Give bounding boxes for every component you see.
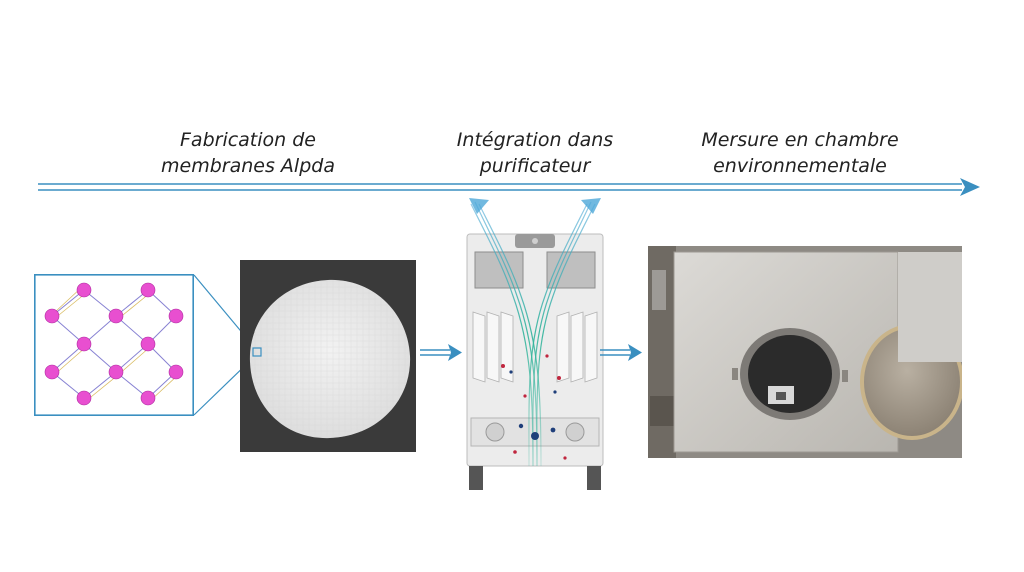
step-label-line: Intégration dans [456,129,614,151]
step-label-line: Mersure en chambre [701,129,899,151]
air-purifier-illustration [466,198,604,490]
step-label-measurement: Mersure en chambre environnementale [690,127,910,179]
step-label-line: purificateur [479,155,591,177]
step-label-line: environnementale [713,155,887,177]
environmental-chamber-photo [648,246,962,458]
process-arrow-icon [600,344,642,361]
membrane-photo [240,260,416,452]
step-label-integration: Intégration dans purificateur [430,127,640,179]
mof-structure-image [34,274,194,416]
step-label-line: membranes Alpda [161,155,335,177]
process-arrow-icon [420,344,462,361]
step-label-fabrication: Fabrication de membranes Alpda [148,127,348,179]
step-label-line: Fabrication de [180,129,316,151]
